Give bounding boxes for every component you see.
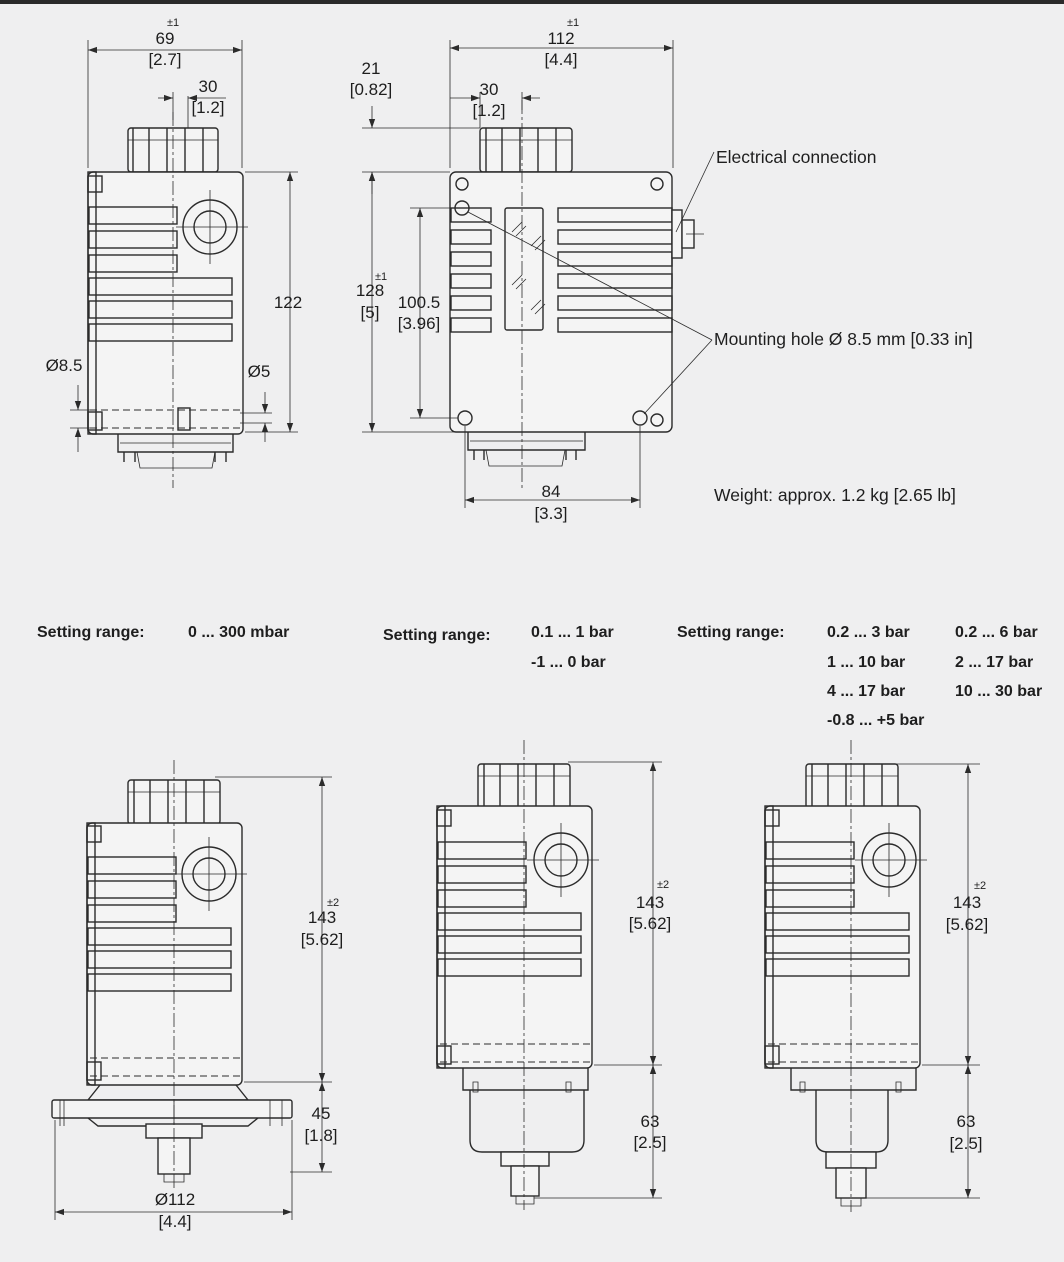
dim-128-in: [5]: [361, 303, 380, 322]
dim-63-a-in: [2.5]: [633, 1133, 666, 1152]
dim-30-b: 30: [480, 80, 499, 99]
setting-range-label-3: Setting range:: [677, 624, 785, 641]
dim-21-in: [0.82]: [350, 80, 393, 99]
dim-63-b: 63: [957, 1112, 976, 1131]
tolerance-128: ±1: [375, 271, 387, 283]
dim-84: 84: [542, 482, 561, 501]
dim-143-c-in: [5.62]: [946, 915, 989, 934]
electrical-connection-label: Electrical connection: [716, 147, 877, 167]
setting-range-label-2: Setting range:: [383, 627, 491, 644]
dim-30-a-in: [1.2]: [191, 98, 224, 117]
dim-45: 45: [312, 1104, 331, 1123]
dim-63-a: 63: [641, 1112, 660, 1131]
setting-range-3-value-3: 4 ... 17 bar: [827, 683, 905, 700]
dim-143-c: 143: [953, 893, 981, 912]
top-rule: [0, 0, 1064, 4]
dim-o5: Ø5: [248, 362, 271, 381]
setting-range-3-value-6: 2 ... 17 bar: [955, 654, 1033, 671]
dim-84-in: [3.3]: [534, 504, 567, 523]
dim-122: 122: [274, 293, 302, 312]
setting-range-3-value-5: 0.2 ... 6 bar: [955, 624, 1038, 641]
dim-30-a: 30: [199, 77, 218, 96]
mounting-hole-label: Mounting hole Ø 8.5 mm [0.33 in]: [714, 329, 973, 349]
dim-100-5-in: [3.96]: [398, 314, 441, 333]
dim-143-a: 143: [308, 908, 336, 927]
dim-63-b-in: [2.5]: [949, 1134, 982, 1153]
setting-range-1-value-1: 0 ... 300 mbar: [188, 624, 289, 641]
tolerance-112: ±1: [567, 17, 579, 29]
dim-30-b-in: [1.2]: [472, 101, 505, 120]
dim-o112-in: [4.4]: [158, 1212, 191, 1231]
dim-112-in: [4.4]: [544, 50, 577, 69]
setting-range-2-value-1: 0.1 ... 1 bar: [531, 624, 614, 641]
dim-128: 128: [356, 281, 384, 300]
setting-range-3-value-2: 1 ... 10 bar: [827, 654, 905, 671]
tolerance-143-c: ±2: [974, 880, 986, 892]
dim-69: 69: [156, 29, 175, 48]
side-view-mbar: [51, 760, 332, 1220]
front-view-top: [362, 40, 715, 508]
tolerance-69: ±1: [167, 17, 179, 29]
side-view-bar-1: [436, 740, 662, 1210]
setting-range-3-value-7: 10 ... 30 bar: [955, 683, 1042, 700]
dim-143-a-in: [5.62]: [301, 930, 344, 949]
tolerance-143-a: ±2: [327, 897, 339, 909]
setting-range-3-value-4: -0.8 ... +5 bar: [827, 712, 924, 729]
dim-45-in: [1.8]: [304, 1126, 337, 1145]
dim-143-b-in: [5.62]: [629, 914, 672, 933]
side-view-top: [70, 40, 298, 488]
dim-69-in: [2.7]: [148, 50, 181, 69]
setting-range-3-value-1: 0.2 ... 3 bar: [827, 624, 910, 641]
dim-100-5: 100.5: [398, 293, 441, 312]
side-view-bar-2: [764, 740, 980, 1212]
weight-label: Weight: approx. 1.2 kg [2.65 lb]: [714, 485, 956, 505]
dim-143-b: 143: [636, 893, 664, 912]
setting-range-2-value-2: -1 ... 0 bar: [531, 654, 606, 671]
dim-o8-5: Ø8.5: [46, 356, 83, 375]
dim-21: 21: [362, 59, 381, 78]
dim-o112: Ø112: [155, 1190, 195, 1209]
dim-112: 112: [547, 29, 574, 48]
tolerance-143-b: ±2: [657, 879, 669, 891]
setting-range-label-1: Setting range:: [37, 624, 145, 641]
